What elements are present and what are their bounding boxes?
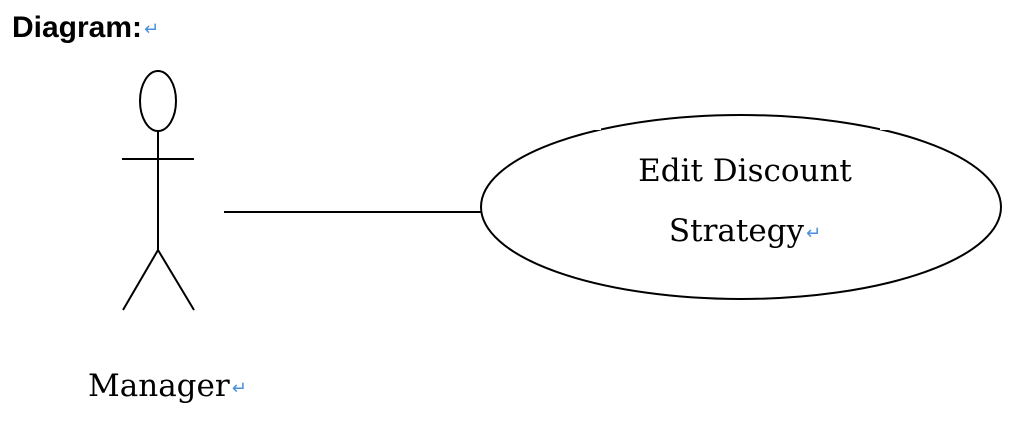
paragraph-mark-icon: ↵ [231,378,247,399]
actor-head [139,70,177,132]
actor-label-text: Manager [88,368,230,404]
use-case-ellipse [480,114,1002,300]
actor-left-leg [122,249,159,311]
use-case-label-line1: Edit Discount [638,153,852,189]
heading-text: Diagram: [12,11,143,44]
use-case-label-line2-text: Strategy [668,213,805,249]
use-case-label-line2: Strategy↵ [600,212,890,253]
actor-right-leg [157,249,195,311]
ellipse-gap-mask [583,110,903,130]
paragraph-mark-icon: ↵ [144,19,160,40]
paragraph-mark-icon: ↵ [806,223,822,244]
actor-figure [122,70,195,311]
diagram-heading: Diagram:↵ [12,10,159,48]
actor-label: Manager↵ [88,367,247,408]
